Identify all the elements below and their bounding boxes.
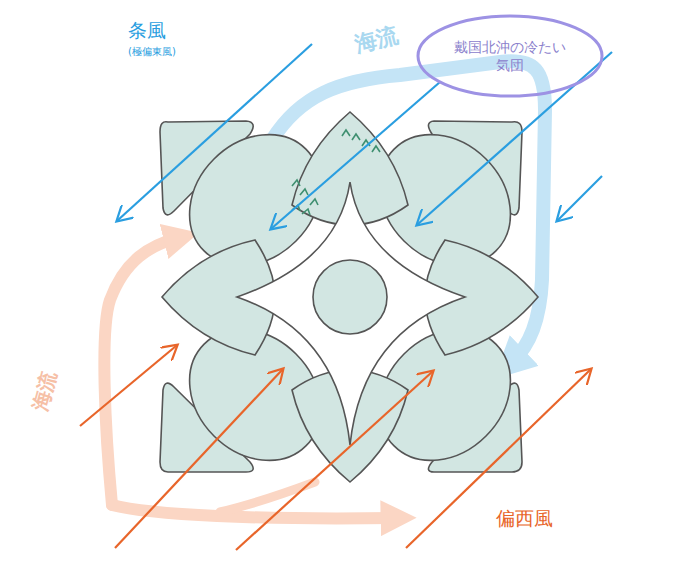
westerly-wind [80,346,590,550]
air-mass-ellipse: 戴国北沖の冷たい気団 [416,14,604,98]
ellipse-outline [416,14,604,98]
inner-sea [237,182,465,445]
warm-current-branch [220,482,315,512]
petal-land [162,108,538,487]
current-name: 海流 [28,369,60,413]
wind-name: 条風 [128,20,166,41]
easterly-wind [118,44,612,228]
air-mass-label: 戴国北沖の冷たい気団 [454,38,566,74]
current-name: 海流 [352,23,401,57]
central-island [313,260,387,334]
wind-subname: (極偏東風) [128,46,176,57]
wind-name: 偏西風 [496,508,553,529]
